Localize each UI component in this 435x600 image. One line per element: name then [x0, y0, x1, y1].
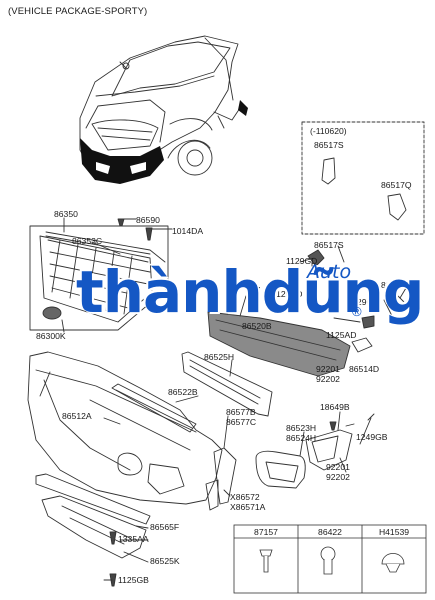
part-label: 1335AA — [118, 534, 149, 544]
inset-date: (-110620) — [310, 126, 347, 136]
part-label: 86517Q — [381, 280, 412, 290]
part-label: 86514D — [349, 364, 380, 374]
part-label: 92201 — [316, 364, 340, 374]
part-label: 1125AD — [272, 289, 303, 299]
part-label: 86590 — [136, 215, 160, 225]
bumper-cover — [27, 351, 223, 505]
clip-87157-icon — [259, 549, 273, 557]
clip-86422-icon — [320, 546, 336, 562]
inset-box — [301, 121, 425, 235]
part-label: 86353C — [72, 236, 103, 246]
part-label: 86565F — [150, 522, 180, 532]
part-label: 1125AD — [326, 330, 357, 340]
fog-bezel-left — [255, 450, 306, 489]
part-label: 92201 — [326, 462, 350, 472]
part-label: X86572 — [230, 492, 260, 502]
bumper-beam — [207, 311, 351, 377]
table-header: 87157 — [254, 527, 278, 537]
part-label: 86517S — [314, 240, 344, 250]
skid-strip — [35, 473, 151, 525]
part-label: 1014DA — [172, 226, 204, 236]
part-label: 847 — [246, 285, 261, 295]
part-label: 1129GD — [348, 297, 380, 307]
fog-bezel-right — [305, 429, 353, 471]
part-label: 18649B — [320, 402, 350, 412]
lower-grille — [181, 351, 273, 417]
diagram-title: (VEHICLE PACKAGE-SPORTY) — [8, 6, 148, 17]
grille-frame — [29, 225, 169, 331]
part-label: 86350 — [54, 209, 78, 219]
part-label: 86524H — [286, 433, 317, 443]
table-header: 86422 — [318, 527, 342, 537]
emblem — [42, 306, 62, 320]
skid-plate — [41, 495, 147, 559]
part-label: X86571A — [230, 502, 266, 512]
part-label: 92202 — [316, 374, 340, 384]
part-label: 86522B — [168, 387, 198, 397]
part-label: 86520B — [242, 321, 272, 331]
grille-trim — [45, 231, 166, 263]
part-label: 86517S — [314, 140, 344, 150]
part-label: 86525K — [150, 556, 180, 566]
part-label: 1125GB — [118, 575, 149, 585]
radiator-grille — [39, 235, 153, 323]
parts-table — [233, 524, 427, 594]
part-label: 1129GD — [286, 256, 318, 266]
part-label: 86512A — [62, 411, 92, 421]
part-label: 86517Q — [381, 180, 412, 190]
watermark-sub: Auto — [307, 261, 352, 283]
part-label: 86577C — [226, 417, 257, 427]
watermark-text: thànhdũng — [76, 258, 424, 326]
car-overview — [79, 35, 241, 176]
plug-h41539-icon — [381, 553, 405, 565]
lip-trim — [111, 383, 197, 433]
table-header: H41539 — [378, 527, 410, 537]
part-label: 1249GB — [356, 432, 388, 442]
part-label: 86523H — [286, 423, 317, 433]
part-label: 86300K — [36, 331, 66, 341]
car-bumper-highlight — [80, 100, 248, 184]
part-label: 86577B — [226, 407, 256, 417]
part-label: 92202 — [326, 472, 350, 482]
part-label: 86525H — [204, 352, 235, 362]
watermark-registered-icon: ® — [352, 304, 362, 319]
